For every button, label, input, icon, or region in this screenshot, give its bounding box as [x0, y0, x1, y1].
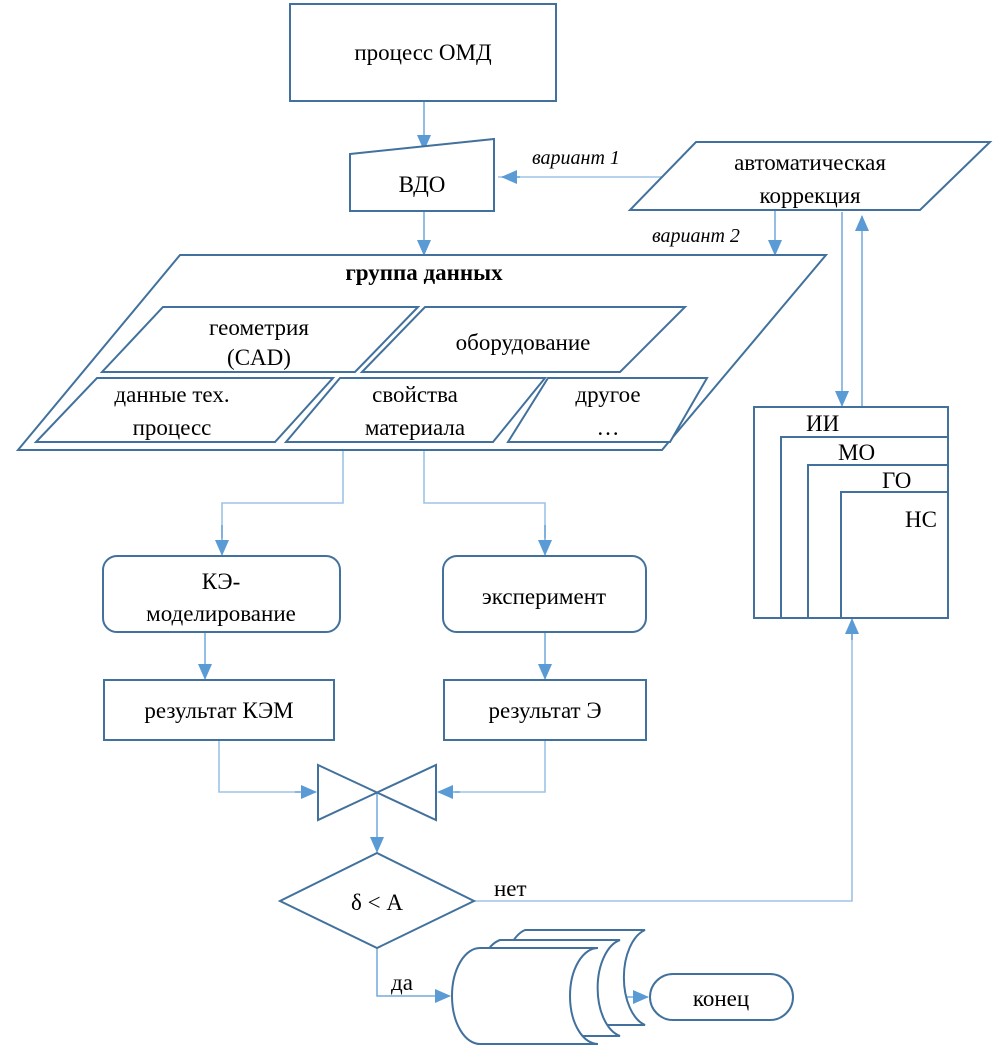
experiment-box: [442, 555, 647, 633]
data-item-equipment[interactable]: оборудование: [359, 306, 688, 373]
end-terminator: [649, 973, 794, 1021]
ai-stack-node[interactable]: ИИ МО ГО НС: [753, 406, 949, 619]
nn-label: НС: [905, 507, 937, 532]
merge-shape: [317, 763, 437, 822]
vdo-shape: [349, 137, 495, 212]
connector-no-to-ai: [474, 630, 853, 902]
connector-datagroup-to-fe: [221, 450, 344, 538]
decision-node[interactable]: δ < A: [277, 851, 477, 950]
tech-process-shape: [33, 377, 336, 443]
yes-label: да: [391, 970, 413, 995]
exp-result-label: результат Э: [488, 698, 601, 723]
auto-correction-label-line2: коррекция: [759, 183, 861, 208]
stored-data-node[interactable]: [451, 929, 646, 1045]
experiment-label: эксперимент: [482, 584, 606, 609]
geometry-label-line1: геометрия: [209, 315, 309, 340]
data-item-other[interactable]: другое …: [506, 377, 709, 443]
fe-modeling-label-line1: КЭ-: [202, 569, 240, 594]
auto-correction-node[interactable]: автоматическая коррекция: [627, 141, 993, 211]
geometry-label-line2: (CAD): [227, 345, 291, 370]
decision-label: δ < A: [351, 890, 403, 915]
experiment-node[interactable]: эксперимент: [442, 555, 647, 633]
material-shape: [283, 377, 548, 443]
data-item-material[interactable]: свойства материала: [283, 377, 548, 443]
vdo-node[interactable]: ВДО: [349, 137, 495, 212]
storage-layer-1: [451, 947, 599, 1045]
fem-result-label: результат КЭМ: [144, 698, 293, 723]
fe-modeling-box: [102, 555, 341, 633]
other-shape: [506, 377, 709, 443]
geometry-shape: [99, 306, 421, 373]
other-label-line1: другое: [575, 382, 640, 407]
exp-result-node[interactable]: результат Э: [443, 679, 647, 741]
no-label: нет: [494, 876, 527, 901]
equipment-shape: [359, 306, 688, 373]
variant2-label: вариант 2: [652, 225, 740, 247]
connectors: [198, 101, 869, 1004]
fe-modeling-node[interactable]: КЭ- моделирование: [102, 555, 341, 633]
process-omd-node[interactable]: процесс ОМД: [289, 3, 557, 102]
end-label: конец: [693, 986, 749, 1011]
merge-node[interactable]: [317, 763, 437, 822]
process-omd-label: процесс ОМД: [354, 40, 492, 65]
process-omd-box: [289, 3, 557, 102]
dl-label: ГО: [882, 468, 911, 493]
arrow-yes-to-storage: [376, 948, 451, 1003]
auto-correction-shape: [627, 141, 993, 211]
connector-exp-result-to-merge: [455, 740, 546, 793]
variant1-label: вариант 1: [532, 147, 620, 169]
data-item-tech-process[interactable]: данные тех. процесс: [33, 377, 336, 443]
tech-process-label-line1: данные тех.: [114, 382, 229, 407]
tech-process-label-line2: процесс: [133, 415, 212, 440]
ai-label: ИИ: [806, 411, 839, 436]
other-label-line2: …: [597, 415, 620, 440]
material-label-line1: свойства: [372, 382, 458, 407]
decision-diamond: [277, 851, 477, 950]
fem-result-node[interactable]: результат КЭМ: [103, 679, 335, 741]
fe-modeling-label-line2: моделирование: [146, 601, 296, 626]
fem-result-box: [103, 679, 335, 741]
data-group-node[interactable]: группа данных геометрия (CAD) оборудован…: [15, 254, 829, 451]
ml-label: МО: [838, 440, 875, 465]
connector-datagroup-to-exp: [423, 450, 546, 538]
end-node[interactable]: конец: [649, 973, 794, 1021]
connector-fem-result-to-merge: [218, 740, 300, 793]
nn-box: [840, 491, 949, 619]
vdo-label: ВДО: [399, 172, 446, 197]
data-item-geometry[interactable]: геометрия (CAD): [99, 306, 421, 373]
material-label-line2: материала: [365, 415, 465, 440]
exp-result-box: [443, 679, 647, 741]
auto-correction-label-line1: автоматическая: [734, 150, 886, 175]
equipment-label: оборудование: [456, 330, 591, 355]
data-group-title: группа данных: [345, 260, 503, 285]
